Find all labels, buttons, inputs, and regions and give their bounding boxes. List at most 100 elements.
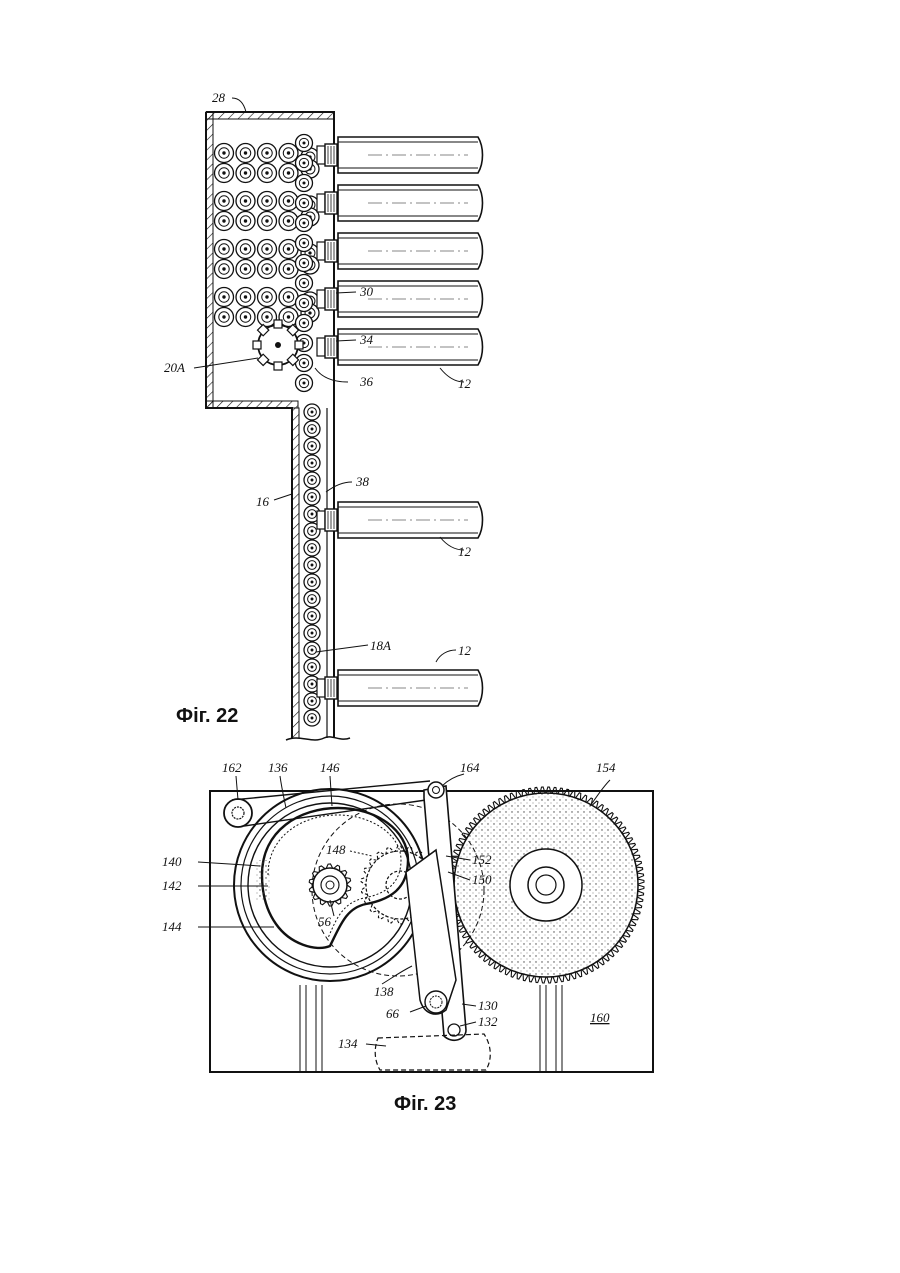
- dispenser-gun: [317, 329, 483, 365]
- roll: [304, 574, 320, 590]
- roll: [215, 240, 234, 259]
- hopper-left-wall: [206, 112, 213, 408]
- feed-sprocket-20a: [253, 320, 303, 370]
- label-134: 134: [338, 1036, 358, 1051]
- figure-22-caption: Фіг. 22: [176, 705, 238, 727]
- roll: [296, 275, 313, 292]
- roll: [304, 472, 320, 488]
- label-28: 28: [212, 90, 226, 105]
- label-150: 150: [472, 872, 492, 887]
- label-140: 140: [162, 854, 182, 869]
- label-18a: 18A: [370, 638, 391, 653]
- roll: [258, 260, 277, 279]
- fig22-leaders: [194, 98, 464, 662]
- roll: [296, 255, 313, 272]
- chute-left-wall: [292, 408, 299, 738]
- label-12-a: 12: [458, 376, 472, 391]
- figure-23-caption: Фіг. 23: [394, 1093, 456, 1115]
- roll: [304, 659, 320, 675]
- roll: [236, 192, 255, 211]
- label-142: 142: [162, 878, 182, 893]
- label-136: 136: [268, 760, 288, 775]
- roll: [258, 288, 277, 307]
- roll: [296, 295, 313, 312]
- dispenser-gun: [317, 502, 483, 538]
- label-20a: 20A: [164, 360, 185, 375]
- roll: [215, 144, 234, 163]
- sprocket-tooth: [295, 341, 303, 349]
- roll: [304, 710, 320, 726]
- roll: [296, 355, 313, 372]
- roll: [304, 489, 320, 505]
- block-134: [375, 1034, 490, 1070]
- dispenser-gun: [317, 281, 483, 317]
- roll: [215, 308, 234, 327]
- figure-23-drive-mechanism: 162 136 146 164 154 140 142 148 152 150 …: [162, 760, 653, 1115]
- label-162: 162: [222, 760, 242, 775]
- roll: [236, 308, 255, 327]
- dispenser-gun: [317, 233, 483, 269]
- roll: [304, 404, 320, 420]
- sprocket-tooth: [274, 320, 282, 328]
- roll: [258, 212, 277, 231]
- roll: [304, 642, 320, 658]
- roll: [258, 240, 277, 259]
- roll: [236, 260, 255, 279]
- dispenser-gun: [317, 137, 483, 173]
- roll: [258, 164, 277, 183]
- label-34: 34: [359, 332, 374, 347]
- label-144: 144: [162, 919, 182, 934]
- sprocket-tooth: [274, 362, 282, 370]
- label-16: 16: [256, 494, 270, 509]
- label-148: 148: [326, 842, 346, 857]
- label-164: 164: [460, 760, 480, 775]
- dispenser-gun: [317, 670, 483, 706]
- label-132: 132: [478, 1014, 498, 1029]
- roll: [304, 591, 320, 607]
- label-138: 138: [374, 984, 394, 999]
- label-160: 160: [590, 1010, 610, 1025]
- dispenser-gun: [317, 185, 483, 221]
- roll: [279, 144, 298, 163]
- roll: [236, 144, 255, 163]
- hopper-top-wall: [206, 112, 334, 119]
- label-130: 130: [478, 998, 498, 1013]
- roll-items: [215, 135, 321, 727]
- roll: [215, 260, 234, 279]
- roll: [279, 164, 298, 183]
- roll: [215, 192, 234, 211]
- roll: [236, 288, 255, 307]
- roll: [296, 235, 313, 252]
- roll: [304, 625, 320, 641]
- roll: [215, 212, 234, 231]
- label-56: 56: [318, 914, 332, 929]
- figure-22-hopper-diagram: 28 30 34 36 20A 12 38 16 12 18A 12 Фіг. …: [164, 90, 483, 740]
- hopper-bottom-wall: [206, 401, 298, 408]
- label-146: 146: [320, 760, 340, 775]
- label-12-b: 12: [458, 544, 472, 559]
- roll: [236, 240, 255, 259]
- label-152: 152: [472, 852, 492, 867]
- label-66: 66: [386, 1006, 400, 1021]
- roll: [296, 135, 313, 152]
- sprocket-tooth: [253, 341, 261, 349]
- roll: [215, 288, 234, 307]
- roll: [258, 144, 277, 163]
- roll: [236, 212, 255, 231]
- label-30: 30: [359, 284, 374, 299]
- roll: [304, 421, 320, 437]
- roll: [304, 608, 320, 624]
- roll: [296, 175, 313, 192]
- label-36: 36: [359, 374, 374, 389]
- roll: [296, 195, 313, 212]
- roll: [304, 557, 320, 573]
- label-38: 38: [355, 474, 370, 489]
- pulley-162: [224, 799, 252, 827]
- roll: [296, 155, 313, 172]
- roll: [215, 164, 234, 183]
- roll: [296, 215, 313, 232]
- roll: [258, 192, 277, 211]
- roll: [296, 375, 313, 392]
- roll: [236, 164, 255, 183]
